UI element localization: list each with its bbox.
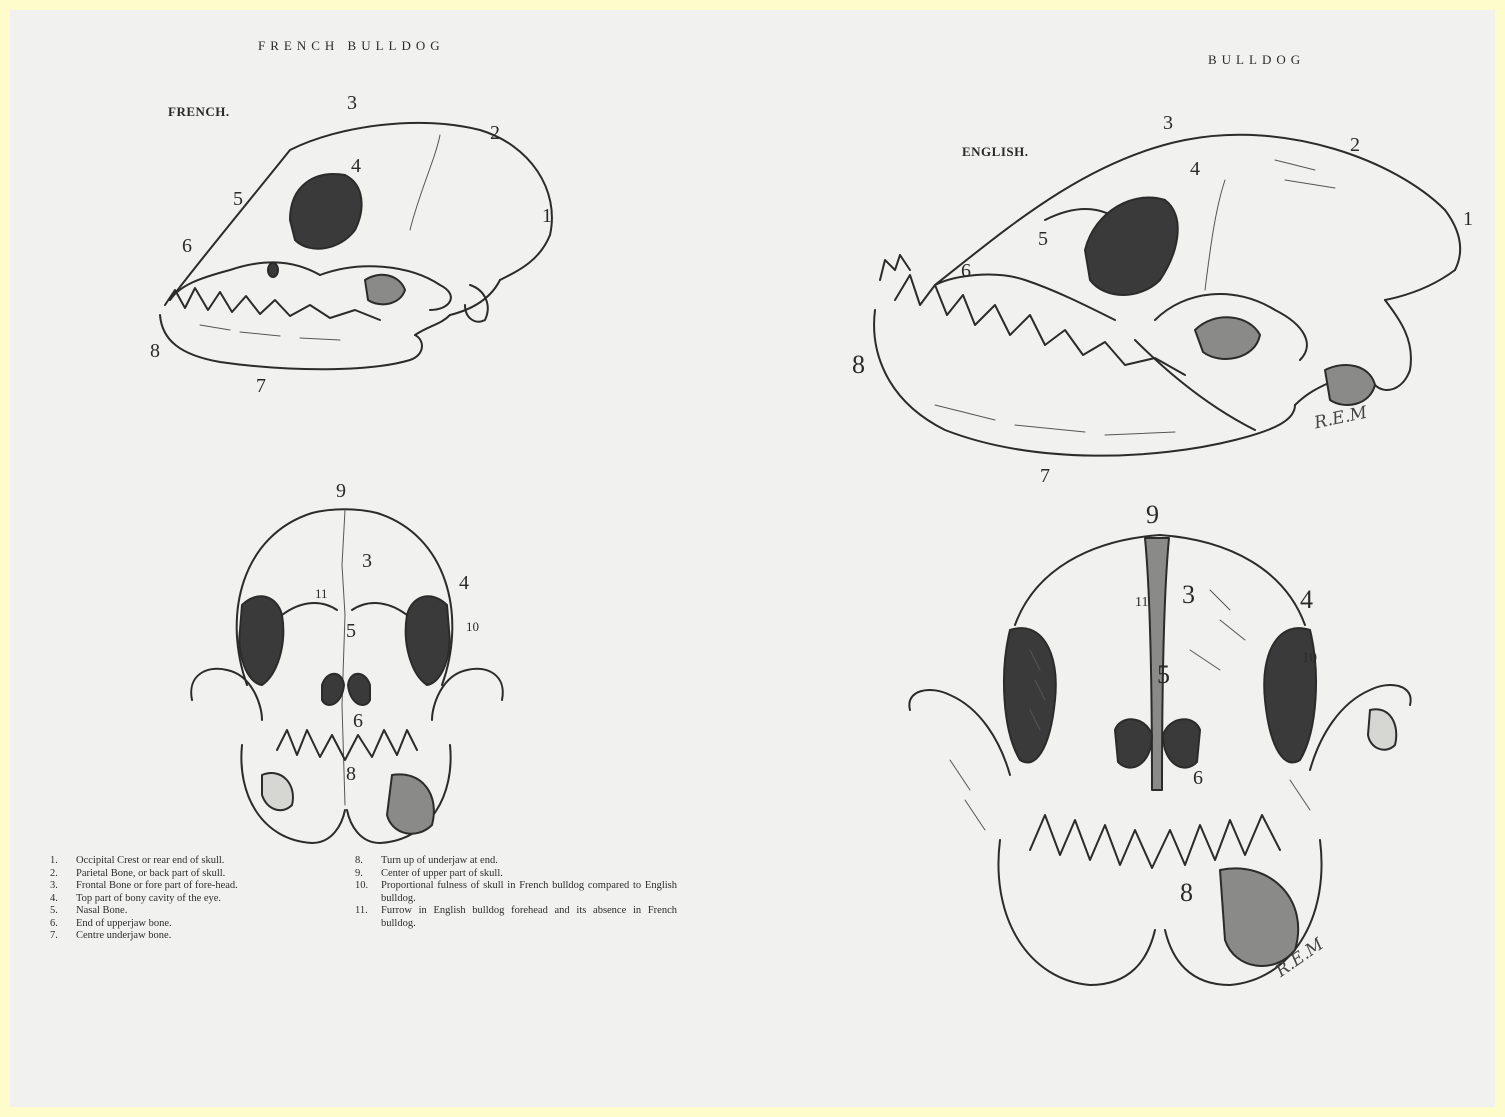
- english-skull-front-view: [890, 530, 1430, 990]
- legend-item: 10.Proportional fulness of skull in Fren…: [355, 880, 677, 905]
- header-french-bulldog: FRENCH BULLDOG: [258, 38, 445, 54]
- english-side-label-2: 2: [1350, 134, 1360, 157]
- legend-item: 7.Centre underjaw bone.: [50, 930, 340, 943]
- english-front-label-9: 9: [1146, 500, 1159, 530]
- french-front-label-4: 4: [459, 572, 469, 595]
- french-skull-side-view: [140, 110, 570, 400]
- english-side-label-8: 8: [852, 350, 865, 380]
- legend-column-2: 8.Turn up of underjaw at end. 9.Center o…: [355, 855, 677, 930]
- legend-item: 3.Frontal Bone or fore part of fore-head…: [50, 880, 340, 893]
- english-side-label-3: 3: [1163, 112, 1173, 135]
- french-side-label-7: 7: [256, 375, 266, 398]
- french-front-label-3: 3: [362, 550, 372, 573]
- legend-item: 8.Turn up of underjaw at end.: [355, 855, 677, 868]
- english-side-label-7: 7: [1040, 465, 1050, 488]
- french-side-label-5: 5: [233, 188, 243, 211]
- english-front-label-6: 6: [1193, 767, 1203, 790]
- english-front-label-10: 10: [1302, 650, 1317, 667]
- legend-item: 4.Top part of bony cavity of the eye.: [50, 893, 340, 906]
- french-side-label-3: 3: [347, 92, 357, 115]
- legend-column-1: 1.Occipital Crest or rear end of skull. …: [50, 855, 340, 943]
- illustration-plate: FRENCH BULLDOG BULLDOG FRENCH. ENGLISH. …: [10, 10, 1495, 1107]
- legend-item: 2.Parietal Bone, or back part of skull.: [50, 868, 340, 881]
- legend-item: 11.Furrow in English bulldog forehead an…: [355, 905, 677, 930]
- french-side-label-2: 2: [490, 122, 500, 145]
- english-side-label-4: 4: [1190, 158, 1200, 181]
- french-skull-front-view: [182, 505, 512, 850]
- legend-item: 1.Occipital Crest or rear end of skull.: [50, 855, 340, 868]
- french-front-label-5: 5: [346, 620, 356, 643]
- english-front-label-11: 11: [1135, 595, 1148, 611]
- legend-item: 5.Nasal Bone.: [50, 905, 340, 918]
- french-side-label-1: 1: [542, 205, 552, 228]
- french-front-label-8: 8: [346, 763, 356, 786]
- french-front-label-9: 9: [336, 480, 346, 503]
- french-front-label-11: 11: [315, 586, 328, 602]
- french-front-label-6: 6: [353, 710, 363, 733]
- english-side-label-1: 1: [1463, 208, 1473, 231]
- english-front-label-5: 5: [1157, 660, 1170, 690]
- french-side-label-4: 4: [351, 155, 361, 178]
- legend-item: 9.Center of upper part of skull.: [355, 868, 677, 881]
- english-side-label-5: 5: [1038, 228, 1048, 251]
- french-front-label-10: 10: [466, 619, 479, 635]
- english-front-label-8: 8: [1180, 878, 1193, 908]
- french-side-label-8: 8: [150, 340, 160, 363]
- english-front-label-4: 4: [1300, 585, 1313, 615]
- header-bulldog: BULLDOG: [1208, 52, 1305, 68]
- english-side-label-6: 6: [961, 260, 971, 283]
- legend-item: 6.End of upperjaw bone.: [50, 918, 340, 931]
- french-side-label-6: 6: [182, 235, 192, 258]
- english-front-label-3: 3: [1182, 580, 1195, 610]
- english-skull-side-view: [855, 120, 1475, 480]
